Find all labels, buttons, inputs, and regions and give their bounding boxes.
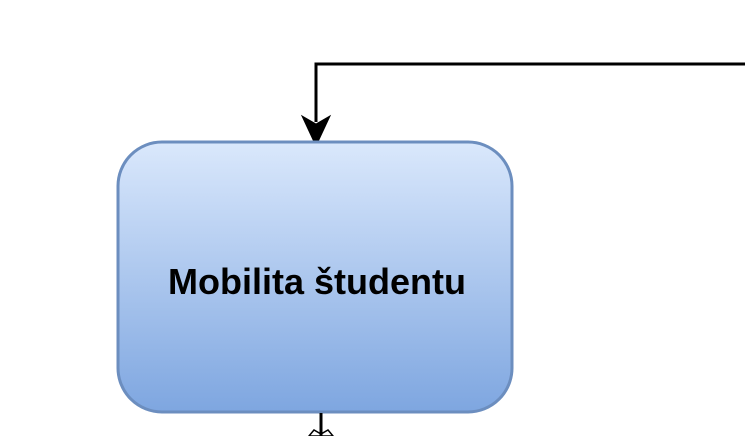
student-mobility-node[interactable] — [116, 140, 514, 414]
student-mobility-node-label: Mobilita študentu — [168, 261, 466, 302]
incoming-connector-line — [314, 62, 745, 122]
outgoing-arrowhead-partial — [308, 429, 334, 436]
incoming-arrowhead — [300, 114, 332, 148]
